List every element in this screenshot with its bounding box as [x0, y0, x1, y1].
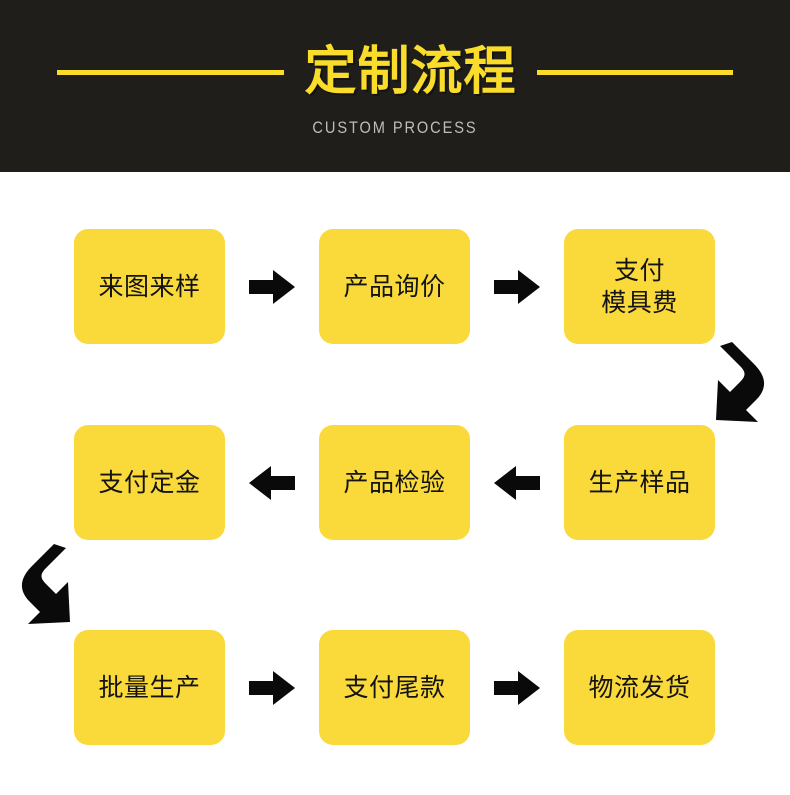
title-rule-left — [57, 69, 285, 75]
process-step-6-label: 支付定金 — [98, 467, 201, 497]
arrow-left-icon — [249, 465, 295, 500]
page-title: 定制流程 — [304, 42, 517, 102]
process-flow: 来图来样 产品询价 支付 模具费 — [0, 172, 790, 795]
process-row-3: 批量生产 支付尾款 物流发货 — [0, 630, 790, 745]
process-step-1[interactable]: 来图来样 — [74, 229, 225, 344]
process-step-3-label-line1: 支付 — [613, 255, 665, 285]
process-step-4[interactable]: 生产样品 — [564, 425, 715, 540]
header-banner: 定制流程 CUSTOM PROCESS — [0, 0, 790, 172]
process-step-9[interactable]: 物流发货 — [564, 630, 715, 745]
process-row-2: 生产样品 产品检验 支付定金 — [0, 425, 790, 540]
bent-arrow-down-left-icon — [716, 342, 765, 422]
process-step-3-label-line2: 模具费 — [601, 287, 678, 317]
arrow-left-icon — [494, 465, 540, 500]
process-step-7[interactable]: 批量生产 — [74, 630, 225, 745]
process-step-6[interactable]: 支付定金 — [74, 425, 225, 540]
arrow-slot-2 — [470, 229, 564, 344]
arrow-right-icon — [249, 269, 295, 304]
process-step-5-label: 产品检验 — [343, 467, 446, 497]
arrow-slot-6 — [470, 630, 564, 745]
arrow-right-icon — [494, 670, 540, 705]
process-step-9-label: 物流发货 — [588, 672, 691, 702]
process-step-3[interactable]: 支付 模具费 — [564, 229, 715, 344]
page-subtitle: CUSTOM PROCESS — [312, 118, 478, 137]
arrow-slot-1 — [225, 229, 319, 344]
process-step-5[interactable]: 产品检验 — [319, 425, 470, 540]
arrow-right-icon — [249, 670, 295, 705]
process-row-1: 来图来样 产品询价 支付 模具费 — [0, 229, 790, 344]
arrow-slot-4 — [225, 425, 319, 540]
process-step-4-label: 生产样品 — [588, 467, 691, 497]
bent-arrow-down-right-icon — [21, 544, 70, 624]
title-rule-right — [536, 69, 733, 75]
process-step-8[interactable]: 支付尾款 — [319, 630, 470, 745]
process-step-2-label: 产品询价 — [343, 271, 446, 301]
arrow-right-icon — [494, 269, 540, 304]
process-step-8-label: 支付尾款 — [343, 672, 446, 702]
process-step-2[interactable]: 产品询价 — [319, 229, 470, 344]
process-step-7-label: 批量生产 — [98, 672, 201, 702]
title-row: 定制流程 — [0, 36, 790, 108]
arrow-slot-3 — [470, 425, 564, 540]
arrow-slot-5 — [225, 630, 319, 745]
process-step-1-label: 来图来样 — [98, 271, 201, 301]
